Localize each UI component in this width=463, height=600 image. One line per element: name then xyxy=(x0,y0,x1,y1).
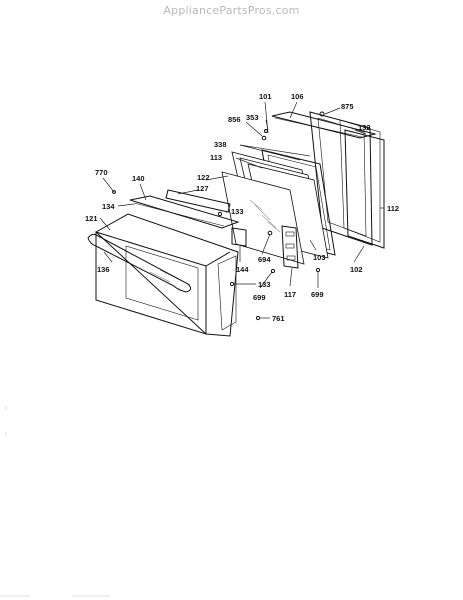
callout-699-left: 699 xyxy=(253,293,266,302)
callout-353: 353 xyxy=(246,113,259,122)
side-bracket xyxy=(231,227,247,247)
callout-112: 112 xyxy=(387,204,399,213)
callout-856: 856 xyxy=(228,115,241,124)
door-handle xyxy=(87,233,192,293)
callout-106: 106 xyxy=(291,92,304,101)
outer-door-panel xyxy=(95,213,239,337)
screw-parts xyxy=(112,111,325,321)
watermark-text: AppliancePartsPros.com xyxy=(163,4,300,17)
callout-140: 140 xyxy=(132,174,145,183)
callout-134: 134 xyxy=(102,202,115,211)
vent-bracket xyxy=(281,225,299,269)
callout-121: 121 xyxy=(85,214,98,223)
door-trim-strip xyxy=(165,189,231,213)
callout-338: 338 xyxy=(214,140,227,149)
callout-132: 132 xyxy=(358,123,371,132)
callout-875: 875 xyxy=(341,102,354,111)
part-callouts: 101 106 875 856 353 132 338 113 770 140 … xyxy=(85,92,399,323)
rear-door-frame xyxy=(309,111,385,249)
callout-694: 694 xyxy=(258,255,271,264)
callout-133-upper: 133 xyxy=(231,207,244,216)
callout-699-right: 699 xyxy=(311,290,324,299)
callout-770: 770 xyxy=(95,168,108,177)
callout-102: 102 xyxy=(350,265,363,274)
callout-113: 113 xyxy=(210,153,222,162)
callout-761: 761 xyxy=(272,314,285,323)
door-top-rail xyxy=(271,111,377,139)
scan-artifacts xyxy=(0,406,110,597)
leader-lines xyxy=(99,101,384,319)
callout-127: 127 xyxy=(196,184,209,193)
callout-103: 103 xyxy=(313,253,326,262)
callout-101: 101 xyxy=(259,92,272,101)
door-top-trim xyxy=(129,195,240,229)
callout-136: 136 xyxy=(97,265,110,274)
callout-133-lower: 133 xyxy=(258,280,271,289)
callout-122: 122 xyxy=(197,173,210,182)
callout-117: 117 xyxy=(284,290,296,299)
callout-144: 144 xyxy=(236,265,249,274)
